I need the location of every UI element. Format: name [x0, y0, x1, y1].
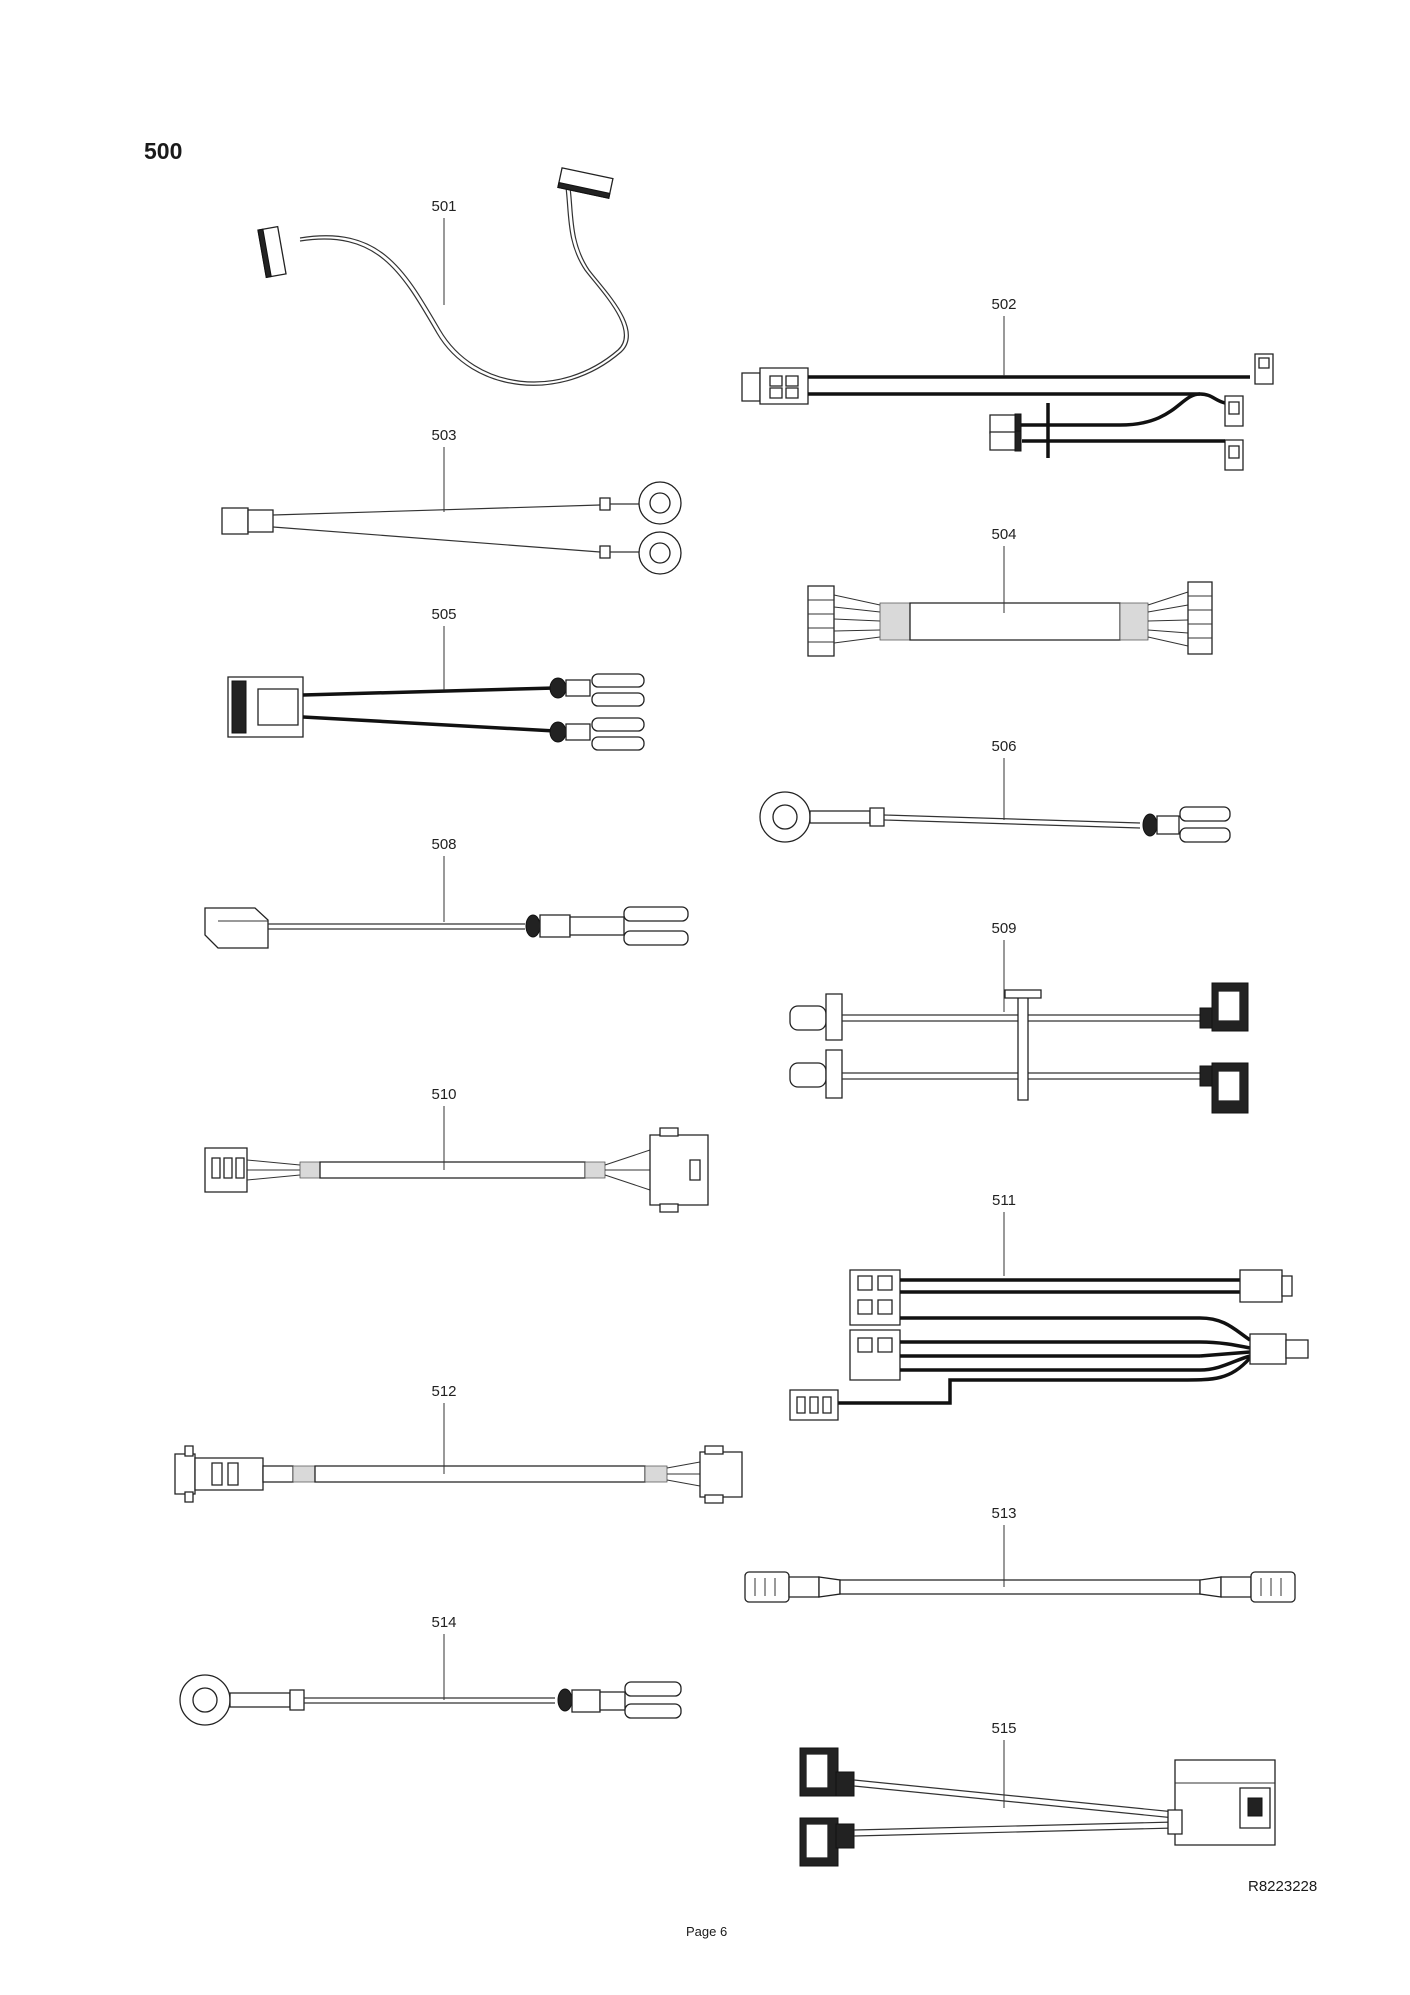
harness-504	[808, 546, 1212, 656]
harness-515	[800, 1740, 1275, 1866]
drawing-reference-code: R8223228	[1248, 1878, 1318, 1895]
part-label-504: 504	[991, 526, 1017, 543]
harness-509	[790, 940, 1248, 1113]
harness-513	[745, 1525, 1295, 1602]
part-label-505: 505	[431, 606, 457, 623]
part-label-515: 515	[991, 1720, 1017, 1737]
section-title: 500	[144, 138, 183, 164]
harness-508	[205, 856, 688, 948]
page-number: Page 6	[686, 1924, 728, 1939]
part-label-506: 506	[991, 738, 1017, 755]
harness-511	[790, 1212, 1308, 1420]
part-label-511: 511	[992, 1192, 1016, 1209]
part-label-510: 510	[431, 1086, 457, 1103]
harness-506	[760, 758, 1230, 842]
harness-512	[175, 1403, 742, 1503]
part-label-503: 503	[431, 427, 457, 444]
part-label-513: 513	[991, 1505, 1017, 1522]
part-label-508: 508	[431, 836, 457, 853]
harness-502	[742, 316, 1273, 470]
part-label-512: 512	[431, 1383, 457, 1400]
part-label-502: 502	[991, 296, 1017, 313]
part-label-501: 501	[431, 198, 457, 215]
harness-510	[205, 1106, 708, 1212]
harness-503	[222, 447, 681, 574]
harness-501	[258, 168, 628, 385]
part-label-514: 514	[431, 1614, 457, 1631]
part-label-509: 509	[991, 920, 1017, 937]
harness-514	[180, 1634, 681, 1725]
harness-505	[228, 626, 644, 750]
